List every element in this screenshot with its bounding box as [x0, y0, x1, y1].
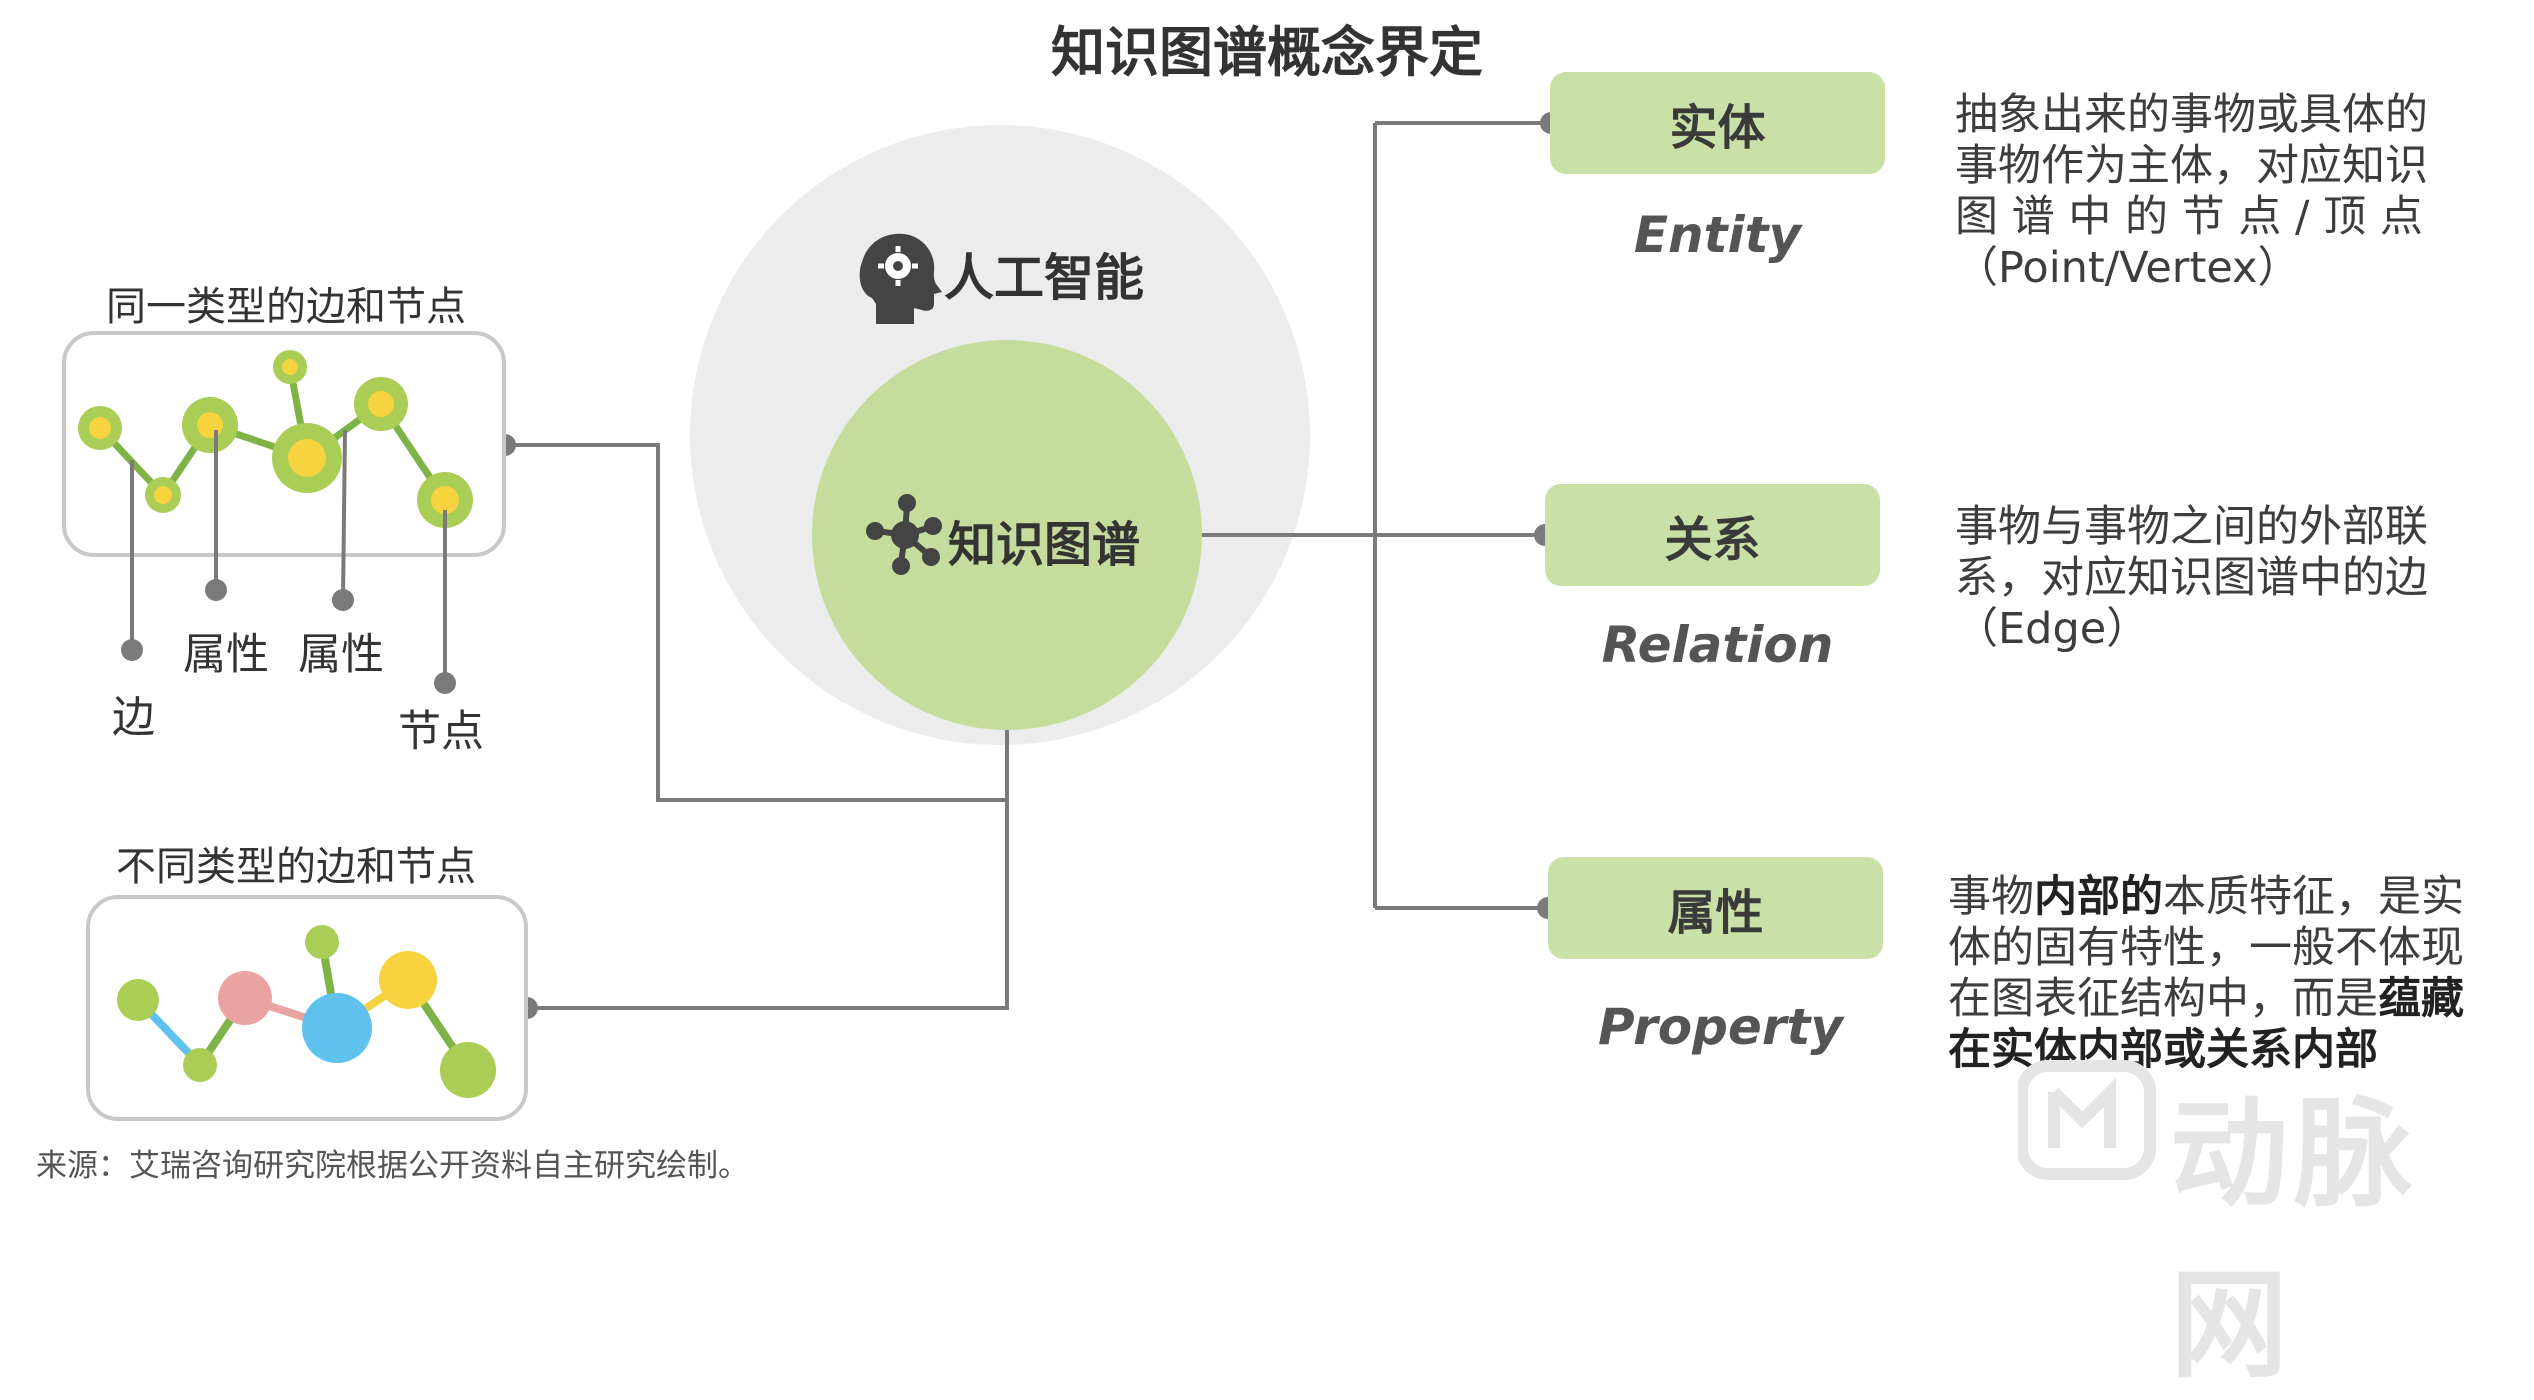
label-property-1: 属性: [183, 630, 269, 680]
entity-desc: 抽象出来的事物或具体的 事物作为主体，对应知识 图 谱 中 的 节 点 / 顶 …: [1955, 90, 2428, 293]
inner-circle-kg: [812, 340, 1202, 730]
watermark-text: 动脉网: [2170, 1085, 2419, 1394]
callout-lines: [130, 429, 447, 683]
property-desc: 事物内部的本质特征，是实 体的固有特性，一般不体现 在图表征结构中，而是蕴藏 在…: [1948, 872, 2464, 1075]
head-gear-icon: [859, 233, 942, 324]
callout-dot-edge: [121, 639, 143, 661]
label-property-2: 属性: [298, 630, 384, 680]
property-box: 属性: [1548, 857, 1883, 959]
node: [440, 1042, 496, 1098]
property-en: Property: [1598, 998, 1843, 1056]
wire-diff-type: [527, 730, 1009, 1010]
node: [379, 951, 437, 1009]
same-type-title: 同一类型的边和节点: [106, 284, 466, 330]
entity-box: 实体: [1550, 72, 1885, 174]
callout-dot-property-1: [205, 579, 227, 601]
node: [305, 925, 339, 959]
entity-en: Entity: [1633, 206, 1802, 264]
ai-label: 人工智能: [944, 249, 1144, 307]
label-node: 节点: [398, 707, 484, 757]
relation-desc: 事物与事物之间的外部联 系，对应知识图谱中的边 （Edge）: [1955, 502, 2428, 654]
node: [183, 1048, 217, 1082]
page-title: 知识图谱概念界定: [1051, 21, 1483, 84]
node: [218, 971, 272, 1025]
network-icon: [866, 494, 942, 575]
source-note: 来源：艾瑞咨询研究院根据公开资料自主研究绘制。: [36, 1148, 749, 1184]
kg-label: 知识图谱: [948, 517, 1141, 573]
diff-type-title: 不同类型的边和节点: [116, 844, 476, 890]
watermark-logo-icon: [2018, 1060, 2156, 1180]
label-edge: 边: [112, 693, 155, 743]
wire-same-type: [505, 443, 1007, 802]
node: [117, 979, 159, 1021]
callout-dot-node: [434, 672, 456, 694]
node: [302, 993, 372, 1063]
same-type-nodes: [78, 350, 473, 528]
diff-type-nodes: [117, 925, 496, 1098]
relation-en: Relation: [1601, 616, 1834, 674]
relation-box: 关系: [1545, 484, 1880, 586]
diagram-canvas: [62, 112, 1562, 1121]
callout-dot-property-2: [332, 589, 354, 611]
